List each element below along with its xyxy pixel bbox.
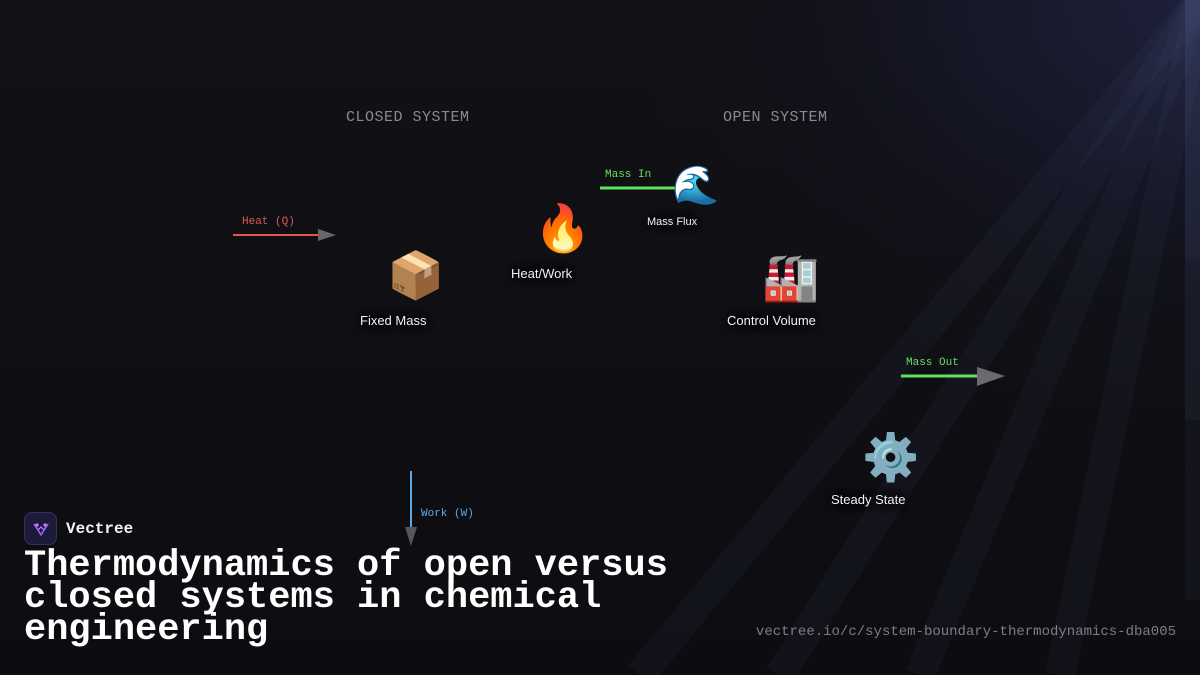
brand: Vectree [24,512,133,545]
brand-name: Vectree [66,519,134,538]
mass-out-arrow [901,367,1005,386]
fire-icon: 🔥 [534,201,592,255]
steady-state-label: Steady State [831,492,906,507]
page-title: Thermodynamics of open versus closed sys… [24,545,668,651]
heat-arrow-label: Heat (Q) [242,216,295,228]
mass-out-arrow-label: Mass Out [906,357,959,369]
open-system-heading: OPEN SYSTEM [723,109,828,126]
mass-in-arrow-label: Mass In [605,169,652,181]
package-icon: 📦 [387,248,445,302]
wave-icon: 🌊 [672,163,720,207]
factory-icon: 🏭 [762,250,820,304]
mass-flux-label: Mass Flux [647,216,698,228]
vectree-logo-icon [24,512,57,545]
work-arrow [405,471,417,546]
heat-work-label: Heat/Work [511,266,573,281]
fixed-mass-label: Fixed Mass [360,313,427,328]
source-url: vectree.io/c/system-boundary-thermodynam… [755,624,1176,640]
control-volume-label: Control Volume [727,313,816,328]
heat-arrow [233,229,336,241]
closed-system-heading: CLOSED SYSTEM [346,109,470,126]
work-arrow-label: Work (W) [421,508,474,520]
gear-icon: ⚙️ [862,430,920,484]
